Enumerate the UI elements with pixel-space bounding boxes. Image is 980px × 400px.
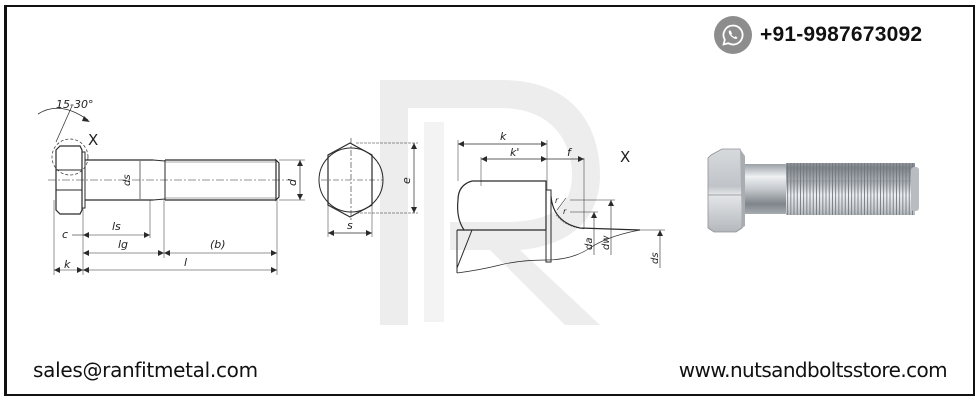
detail-title: X	[620, 148, 630, 166]
label-e: e	[400, 177, 413, 184]
label-ds: ds	[122, 174, 133, 186]
detail-view: X k k' f r r	[456, 130, 665, 274]
detail-marker-x: X	[88, 131, 98, 149]
angle-label: 15-30°	[56, 98, 93, 111]
label-l: l	[184, 256, 187, 269]
label-s: s	[347, 219, 353, 232]
label-f: f	[567, 146, 573, 159]
label-dw: dw	[601, 235, 612, 250]
label-k: k	[500, 130, 507, 143]
label-d: d	[286, 178, 299, 186]
label-ls: ls	[112, 220, 121, 233]
label-da: da	[584, 238, 595, 250]
phone-contact[interactable]: +91-9987673092	[714, 16, 922, 54]
label-b: (b)	[210, 238, 226, 251]
email-address[interactable]: sales@ranfitmetal.com	[33, 358, 258, 382]
whatsapp-icon	[714, 16, 752, 54]
label-r2: r	[563, 207, 567, 216]
phone-number[interactable]: +91-9987673092	[760, 23, 923, 46]
label-ds-detail: ds	[650, 252, 661, 264]
label-r1: r	[555, 196, 559, 205]
side-view: 15-30° X ds d	[37, 98, 305, 275]
website-url[interactable]: www.nutsandboltsstore.com	[678, 358, 948, 382]
label-lg: lg	[118, 238, 128, 251]
label-k-prime: k'	[510, 146, 519, 159]
label-k: k	[64, 258, 71, 271]
label-c: c	[62, 228, 68, 241]
product-photo	[707, 148, 919, 233]
top-view: e s	[318, 138, 418, 237]
